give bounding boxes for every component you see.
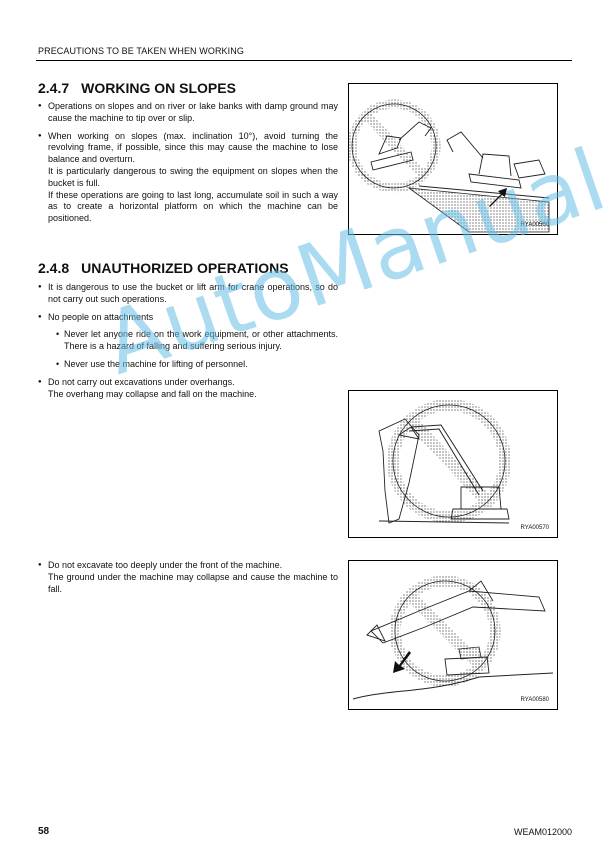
deep-excavation-prohibited-icon	[352, 575, 554, 700]
section-body-slopes: Operations on slopes and on river or lak…	[38, 101, 338, 231]
figure-overhang: RYA00570	[348, 390, 558, 538]
sub-bullet-item: Never use the machine for lifting of per…	[38, 359, 338, 371]
section-heading: WORKING ON SLOPES	[81, 80, 236, 96]
figure-deep-excavation: RYA00580	[348, 560, 558, 710]
header-rule	[36, 60, 572, 61]
bullet-item: It is dangerous to use the bucket or lif…	[38, 282, 338, 306]
figure-slope: RYA00560	[348, 83, 558, 235]
section-title-working-on-slopes: 2.4.7 WORKING ON SLOPES	[38, 80, 236, 96]
section-body-unauthorized: It is dangerous to use the bucket or lif…	[38, 282, 338, 406]
bullet-item: No people on attachments	[38, 312, 338, 324]
figure-code: RYA00580	[520, 697, 549, 703]
section-body-deep-excavation: Do not excavate too deeply under the fro…	[38, 560, 338, 601]
figure-code: RYA00560	[520, 222, 549, 228]
bullet-text: If these operations are going to last lo…	[48, 189, 338, 224]
bullet-text: When working on slopes (max. inclination…	[48, 130, 338, 165]
page-number: 58	[38, 826, 50, 837]
slope-excavator-icon	[349, 99, 550, 233]
sub-bullet-item: Never let anyone ride on the work equipm…	[38, 329, 338, 353]
bullet-text: It is dangerous to use the bucket or lif…	[48, 282, 338, 304]
page-header: PRECAUTIONS TO BE TAKEN WHEN WORKING	[38, 46, 244, 56]
bullet-text: The overhang may collapse and fall on th…	[48, 388, 257, 399]
bullet-item: When working on slopes (max. inclination…	[38, 131, 338, 225]
section-title-unauthorized-operations: 2.4.8 UNAUTHORIZED OPERATIONS	[38, 260, 289, 276]
bullet-item: Do not carry out excavations under overh…	[38, 377, 338, 401]
bullet-text: Do not carry out excavations under overh…	[48, 376, 235, 387]
bullet-text: The ground under the machine may collaps…	[48, 571, 338, 594]
bullet-text: Operations on slopes and on river or lak…	[48, 101, 338, 123]
bullet-item: Operations on slopes and on river or lak…	[38, 101, 338, 125]
document-code: WEAM012000	[513, 827, 572, 837]
section-number: 2.4.8	[38, 260, 70, 276]
overhang-excavation-prohibited-icon	[378, 399, 511, 524]
section-number: 2.4.7	[38, 80, 70, 96]
bullet-text: No people on attachments	[48, 311, 154, 322]
bullet-item: Do not excavate too deeply under the fro…	[38, 560, 338, 595]
bullet-text: It is particularly dangerous to swing th…	[48, 165, 338, 188]
bullet-text: Do not excavate too deeply under the fro…	[48, 560, 283, 570]
figure-code: RYA00570	[520, 525, 549, 531]
section-heading: UNAUTHORIZED OPERATIONS	[81, 260, 289, 276]
